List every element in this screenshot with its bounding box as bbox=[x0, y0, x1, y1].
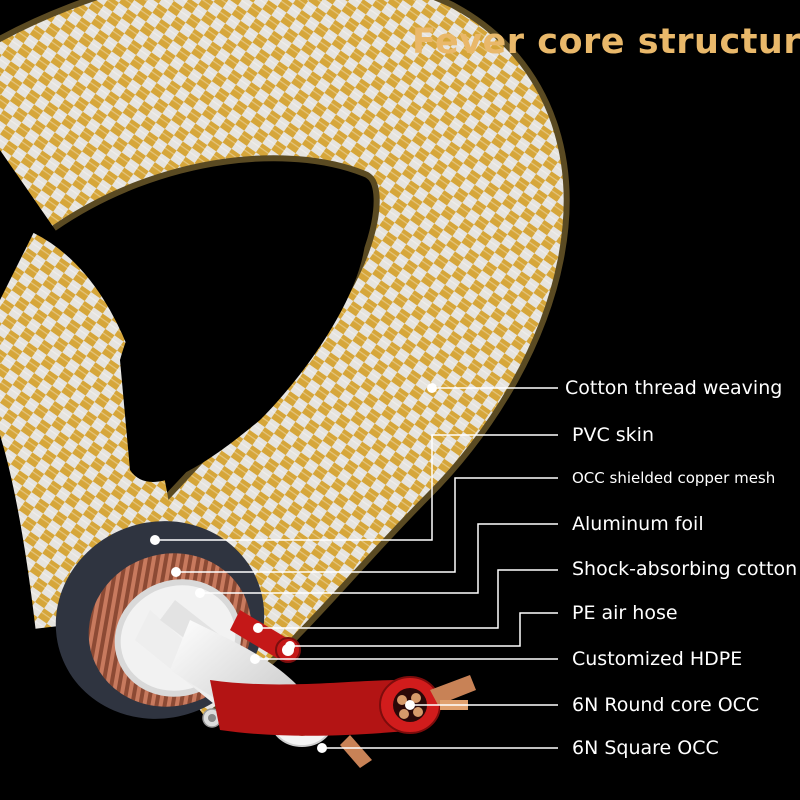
label-6n-round-core-occ: 6N Round core OCC bbox=[572, 694, 760, 716]
label-customized-hdpe: Customized HDPE bbox=[572, 648, 743, 670]
leader-lines bbox=[155, 387, 558, 749]
label-pe-air-hose: PE air hose bbox=[572, 602, 678, 624]
label-shock-absorbing-cotton: Shock-absorbing cotton bbox=[572, 558, 798, 580]
label-cotton-thread-weaving: Cotton thread weaving bbox=[565, 377, 783, 399]
page-title: Fever core structure bbox=[412, 22, 800, 62]
label-pvc-skin: PVC skin bbox=[572, 424, 654, 446]
leader-dots bbox=[150, 383, 437, 753]
braided-cable bbox=[0, 0, 570, 720]
red-conductor bbox=[210, 675, 476, 768]
label-aluminum-foil: Aluminum foil bbox=[572, 513, 704, 535]
label-6n-square-occ: 6N Square OCC bbox=[572, 737, 719, 759]
label-occ-shielded-copper-mesh: OCC shielded copper mesh bbox=[572, 469, 776, 487]
